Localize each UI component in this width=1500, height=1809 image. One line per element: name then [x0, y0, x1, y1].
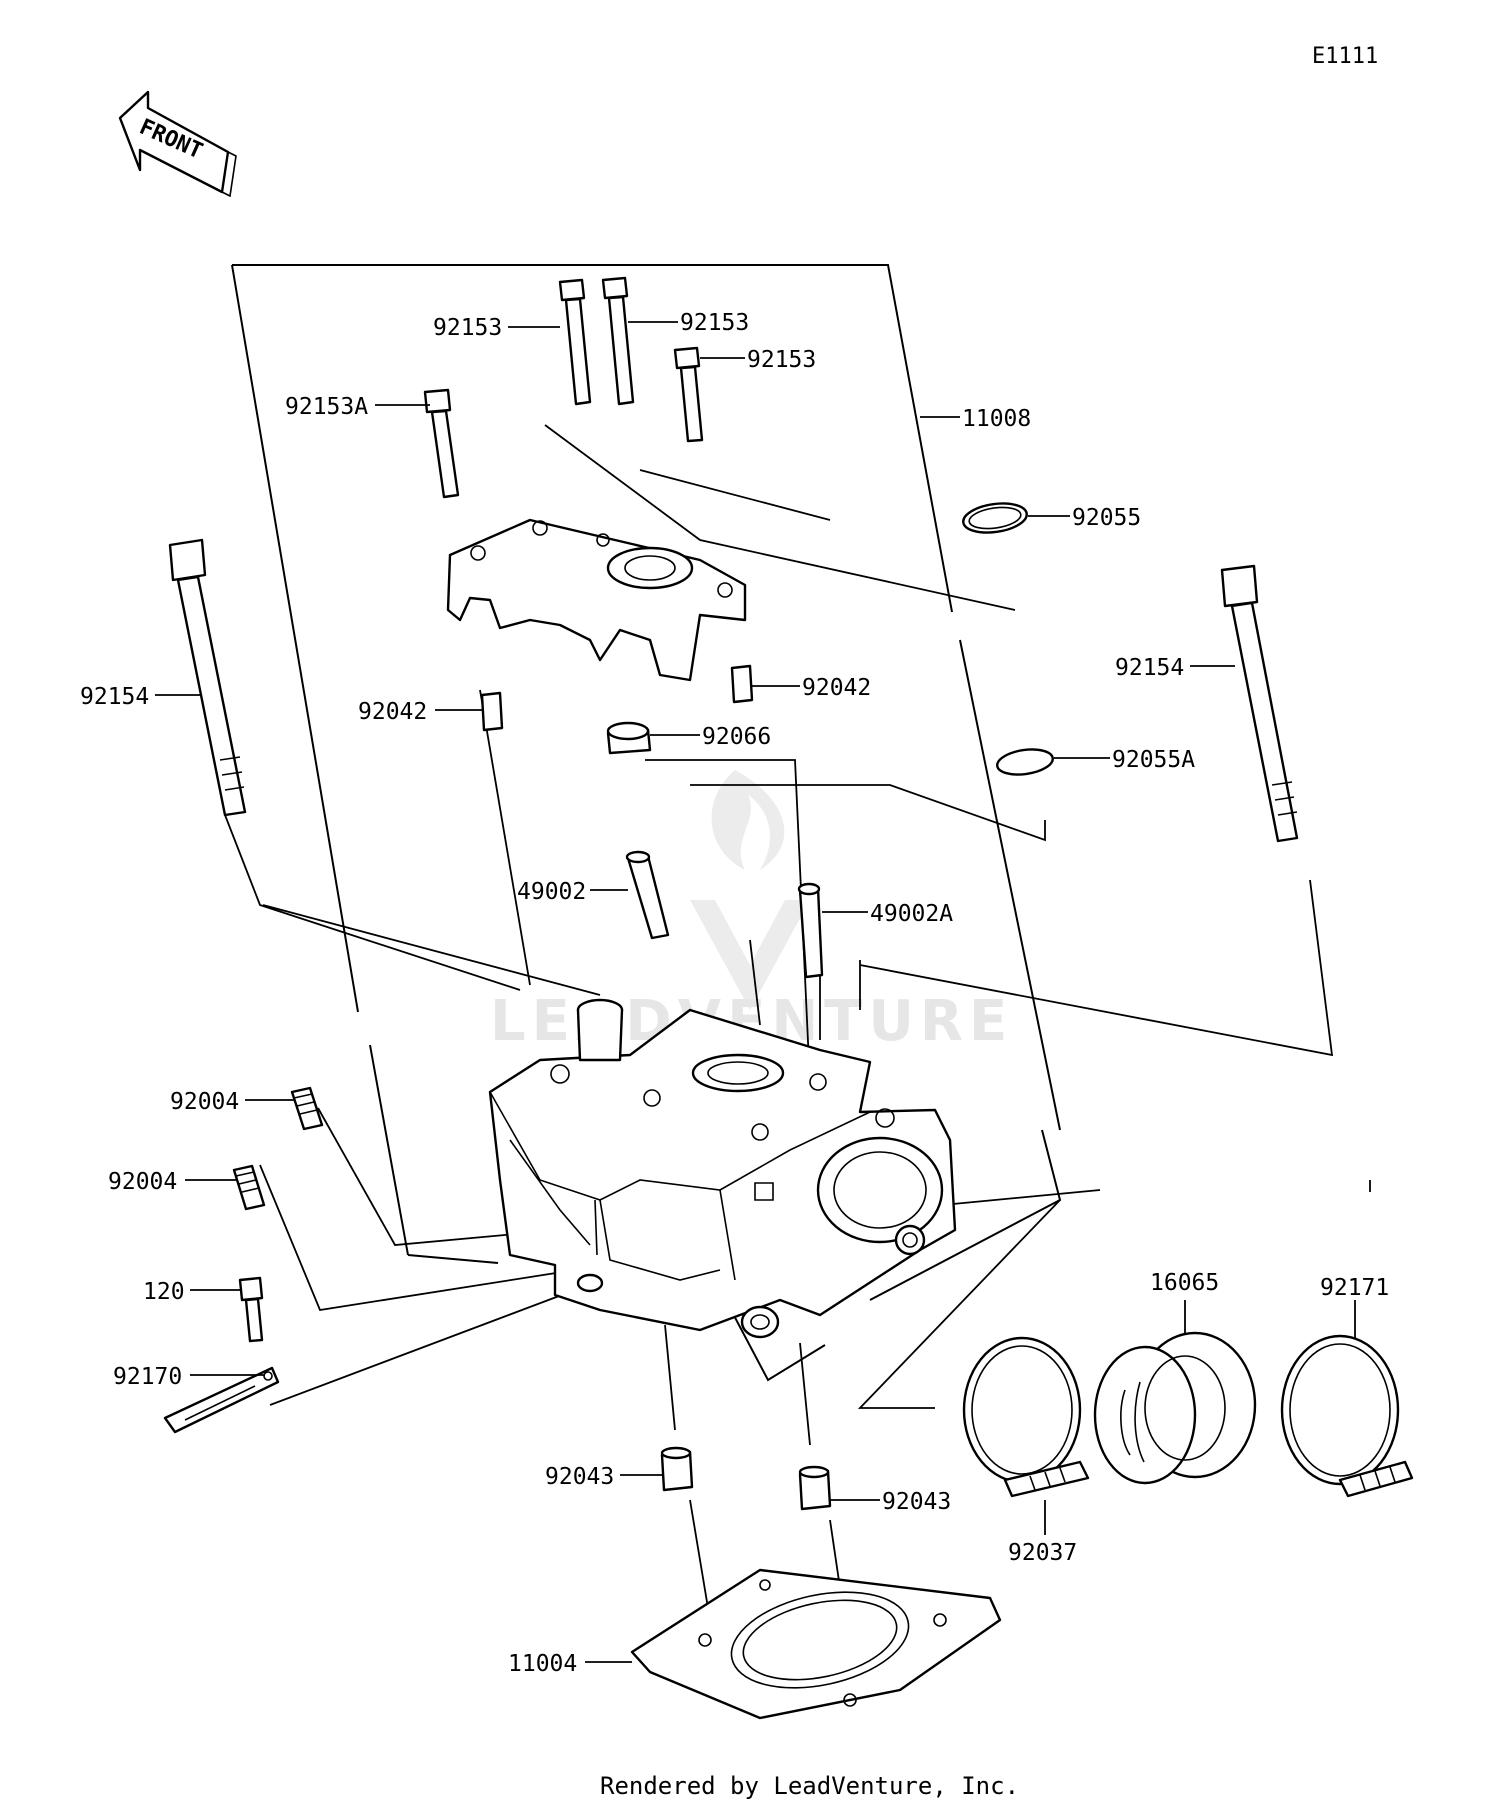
dowel-pin-92042-left — [480, 691, 504, 732]
stud-bolt-92154-right — [1220, 564, 1299, 843]
label-120: 120 — [143, 1279, 185, 1305]
o-ring-92055 — [962, 502, 1028, 534]
bolt-92153-right — [673, 346, 704, 443]
gasket-11004 — [630, 1568, 1002, 1720]
label-92055A: 92055A — [1112, 747, 1195, 773]
flame-v-logo-icon — [690, 770, 810, 1010]
label-92066: 92066 — [702, 724, 771, 750]
label-92153-right: 92153 — [747, 347, 816, 373]
label-92153A: 92153A — [285, 394, 368, 420]
label-92043-right: 92043 — [882, 1489, 951, 1515]
label-92037: 92037 — [1008, 1540, 1077, 1566]
stud-92004-upper — [290, 1086, 324, 1131]
bolt-92153-left — [558, 278, 592, 406]
label-92004-upper: 92004 — [170, 1089, 239, 1115]
knock-pin-92043-left — [660, 1446, 694, 1492]
label-92042-right: 92042 — [802, 675, 871, 701]
stud-92004-lower — [232, 1164, 266, 1211]
label-92153-mid: 92153 — [680, 310, 749, 336]
bolt-120 — [238, 1276, 264, 1343]
label-92154-right: 92154 — [1115, 655, 1184, 681]
plug-92066 — [606, 721, 652, 755]
bolt-92153A — [423, 388, 460, 499]
callout-leaders — [155, 321, 1356, 1663]
label-92042-left: 92042 — [358, 699, 427, 725]
dowel-pin-92042-right — [730, 664, 754, 704]
stud-bolt-92154-left — [168, 538, 247, 817]
valve-guide-49002A — [797, 882, 824, 979]
label-92171: 92171 — [1320, 1275, 1389, 1301]
knock-pin-92043-right — [798, 1465, 832, 1511]
clamp-92171 — [1280, 1334, 1414, 1498]
plate-92170 — [163, 1366, 280, 1434]
label-49002: 49002 — [517, 879, 586, 905]
diagram-code: E1111 — [1312, 44, 1378, 69]
front-arrow: FRONT — [118, 90, 237, 198]
label-92043-left: 92043 — [545, 1464, 614, 1490]
label-92153-left: 92153 — [433, 315, 502, 341]
label-92004-lower: 92004 — [108, 1169, 177, 1195]
label-11004: 11004 — [508, 1651, 577, 1677]
label-16065: 16065 — [1150, 1270, 1219, 1296]
label-92055: 92055 — [1072, 505, 1141, 531]
label-49002A: 49002A — [870, 901, 953, 927]
part-labels: 92153 92153 92153 92153A 11008 92055 921… — [80, 310, 1389, 1677]
camshaft-holder — [446, 518, 747, 682]
label-92170: 92170 — [113, 1364, 182, 1390]
clamp-92037 — [962, 1336, 1090, 1498]
valve-guide-49002 — [625, 850, 670, 940]
label-92154-left: 92154 — [80, 684, 149, 710]
o-ring-92055A — [996, 748, 1054, 776]
label-11008: 11008 — [962, 406, 1031, 432]
cylinder-head — [488, 998, 957, 1339]
holder-16065 — [1093, 1331, 1257, 1485]
bolt-92153-mid — [601, 276, 635, 406]
footer-credit: Rendered by LeadVenture, Inc. — [600, 1772, 1019, 1800]
